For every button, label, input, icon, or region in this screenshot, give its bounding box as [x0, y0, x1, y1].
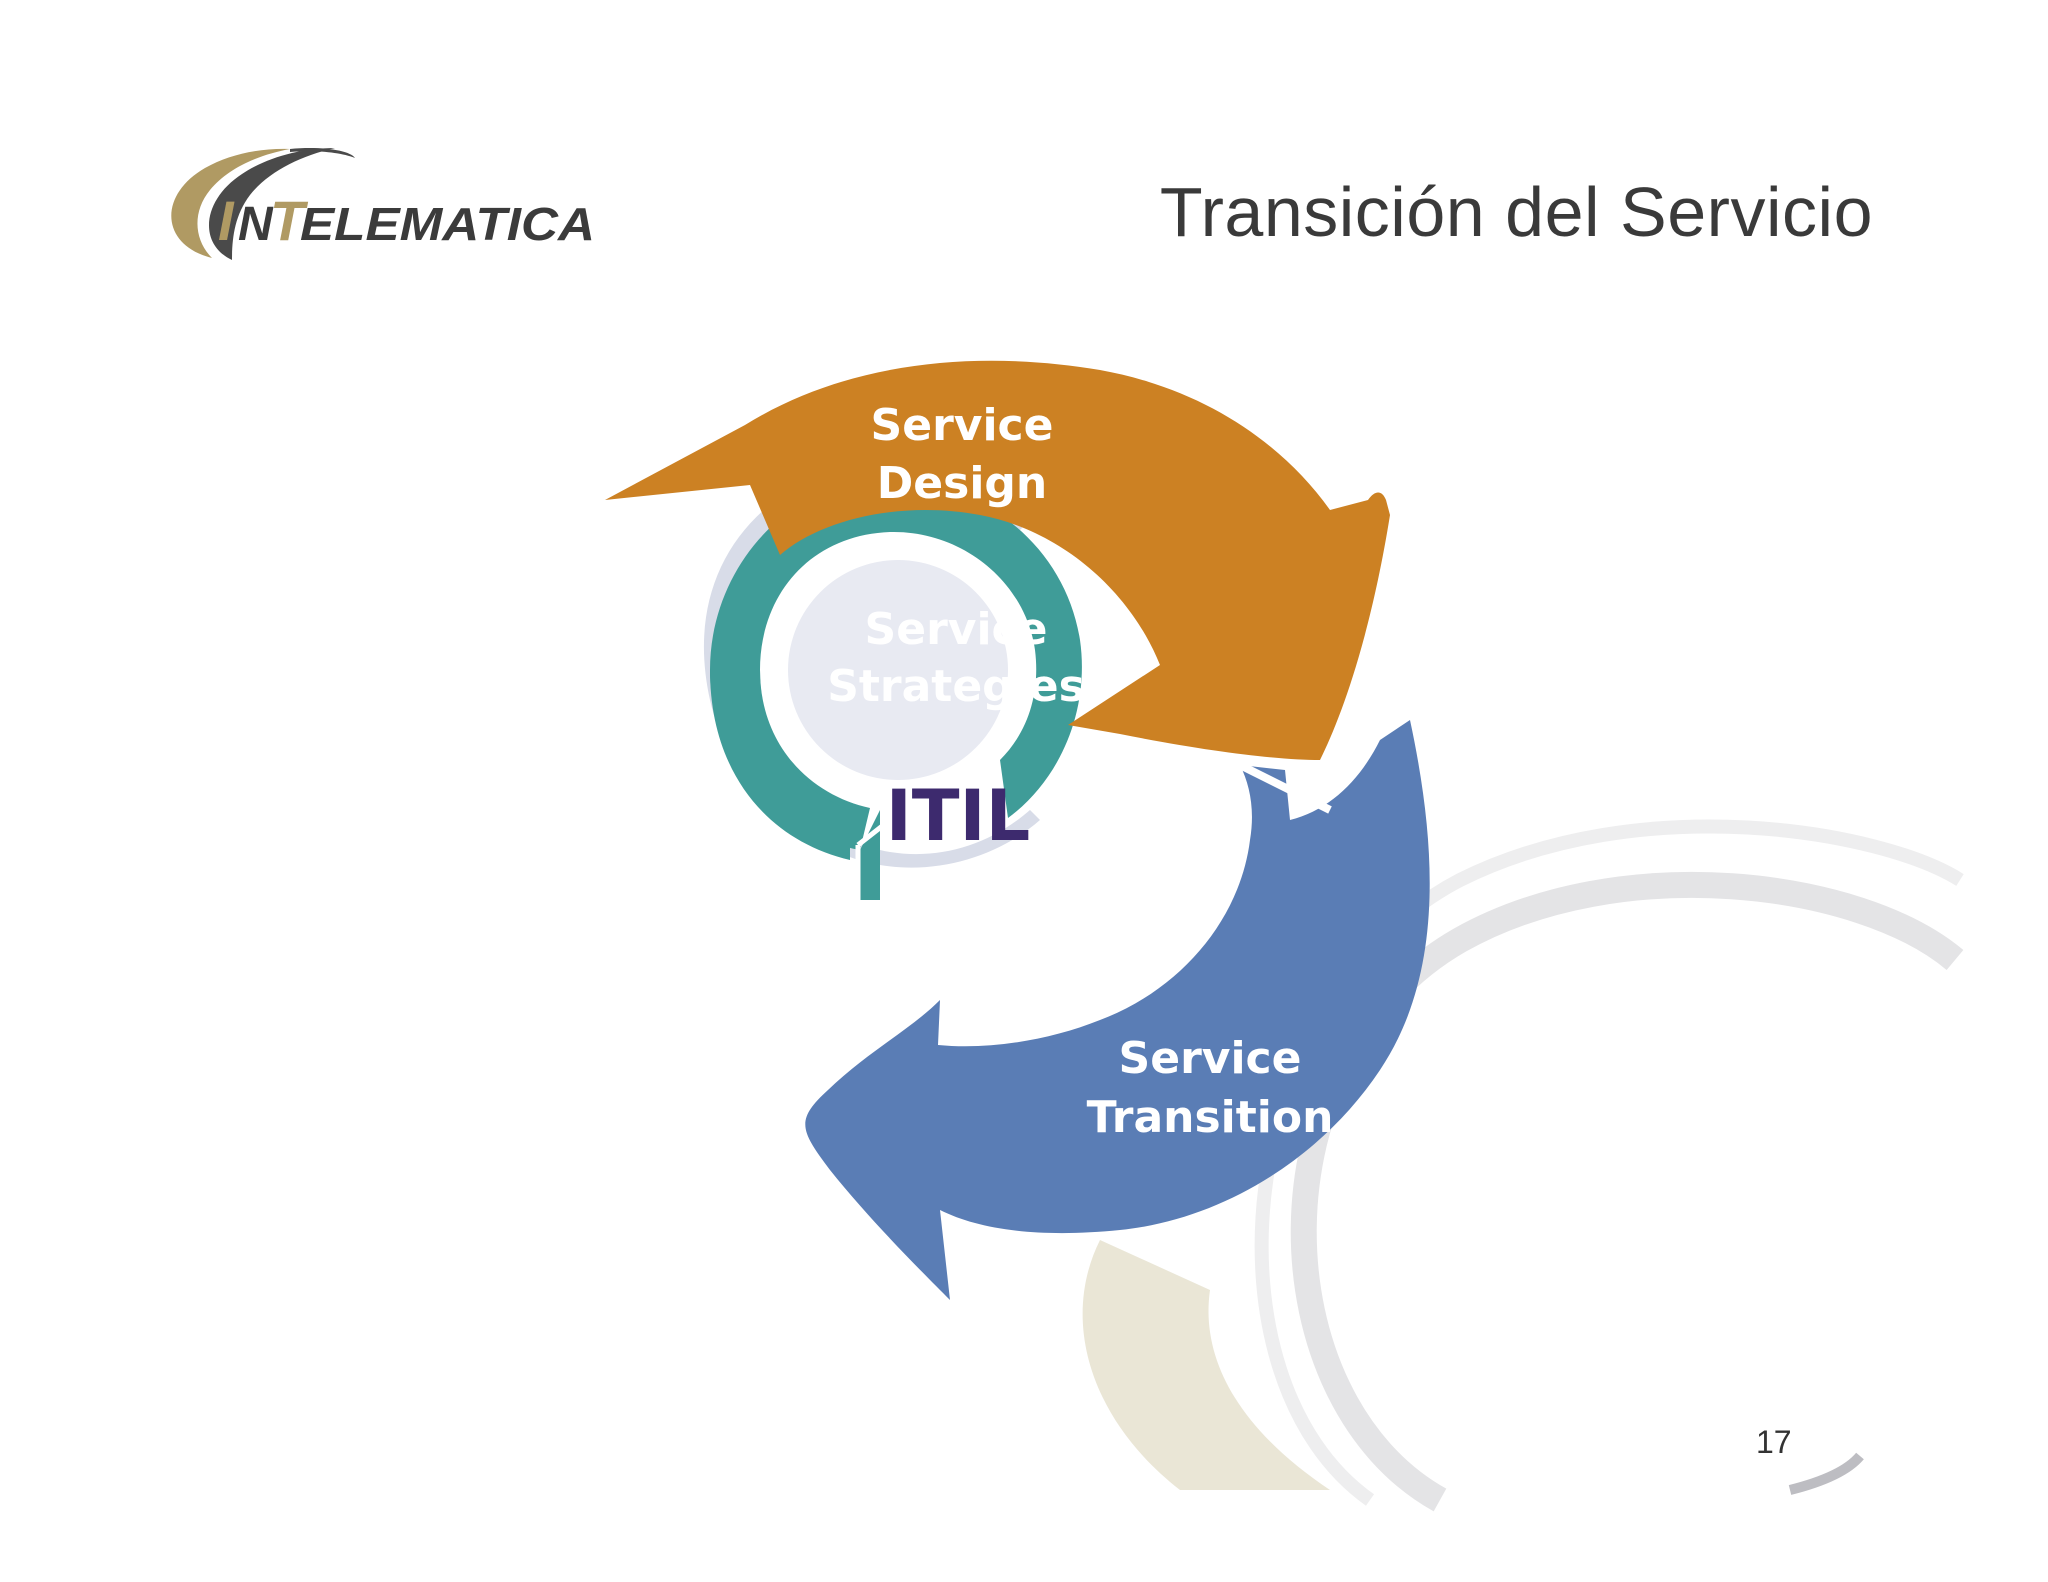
service-design-arrow: [605, 360, 1390, 760]
service-transition-label-line2: Transition: [1087, 1092, 1334, 1143]
itil-cycle-diagram: Service Design Service Strategies ITIL S…: [605, 360, 1430, 1300]
service-design-label-line2: Design: [877, 458, 1047, 509]
company-logo: I N T ELEMATICA: [150, 140, 610, 270]
slide-title: Transición del Servicio: [1159, 173, 1873, 251]
service-strategies-label-line2: Strategies: [827, 661, 1085, 712]
page-number: 17: [1756, 1424, 1792, 1460]
itil-center-label: ITIL: [886, 775, 1030, 857]
service-strategies-label-line1: Service: [865, 604, 1048, 655]
svg-text:N: N: [238, 198, 274, 251]
service-transition-arrow: [805, 720, 1430, 1300]
itil-center-disc: [788, 560, 1008, 780]
svg-text:T: T: [270, 189, 309, 252]
svg-text:I: I: [218, 189, 235, 252]
svg-text:ELEMATICA: ELEMATICA: [300, 198, 595, 250]
service-transition-label-line1: Service: [1119, 1033, 1302, 1084]
service-design-label-line1: Service: [871, 400, 1054, 451]
